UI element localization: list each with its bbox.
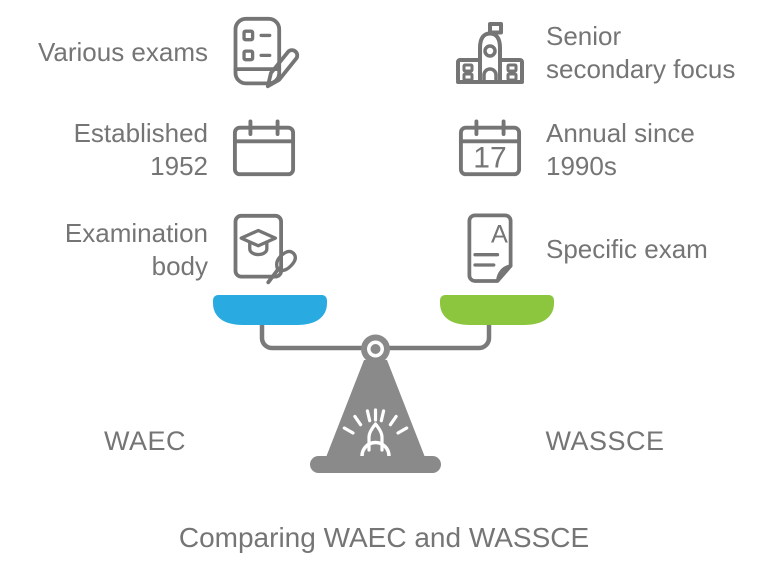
lamp-icon [342,408,409,458]
feature-various-exams: Various exams [16,10,302,96]
feature-specific-exam: A Specific exam [452,207,758,293]
feature-text: Senior secondary focus [546,20,736,84]
document-grade-letter: A [491,221,508,249]
feature-senior-secondary: Senior secondary focus [452,10,758,96]
feature-text: Specific exam [546,234,708,265]
balance-scale [213,295,554,473]
feature-annual-1990s: 17 Annual since 1990s [452,107,758,193]
feature-text: Various exams [37,37,208,68]
scale-base [310,456,441,473]
left-pan [213,295,327,325]
page-title: Comparing WAEC and WASSCE [178,522,590,553]
scale-pivot-center [370,344,381,354]
right-pan [440,295,554,325]
checklist-pencil-icon [226,13,302,93]
label-wassce: WASSCE [545,426,665,456]
feature-text: Established 1952 [73,117,208,181]
school-building-icon [452,20,528,86]
graded-document-icon: A [452,211,528,289]
label-waec: WAEC [104,426,186,456]
certificate-brush-icon [226,210,302,290]
calendar-day-number: 17 [473,141,506,174]
feature-established-1952: Established 1952 [16,107,302,193]
calendar-blank-icon [226,118,302,182]
feature-text: Annual since 1990s [546,117,695,181]
feature-examination-body: Examination body [16,207,302,293]
calendar-day-icon: 17 [452,118,528,182]
feature-text: Examination body [64,217,208,281]
